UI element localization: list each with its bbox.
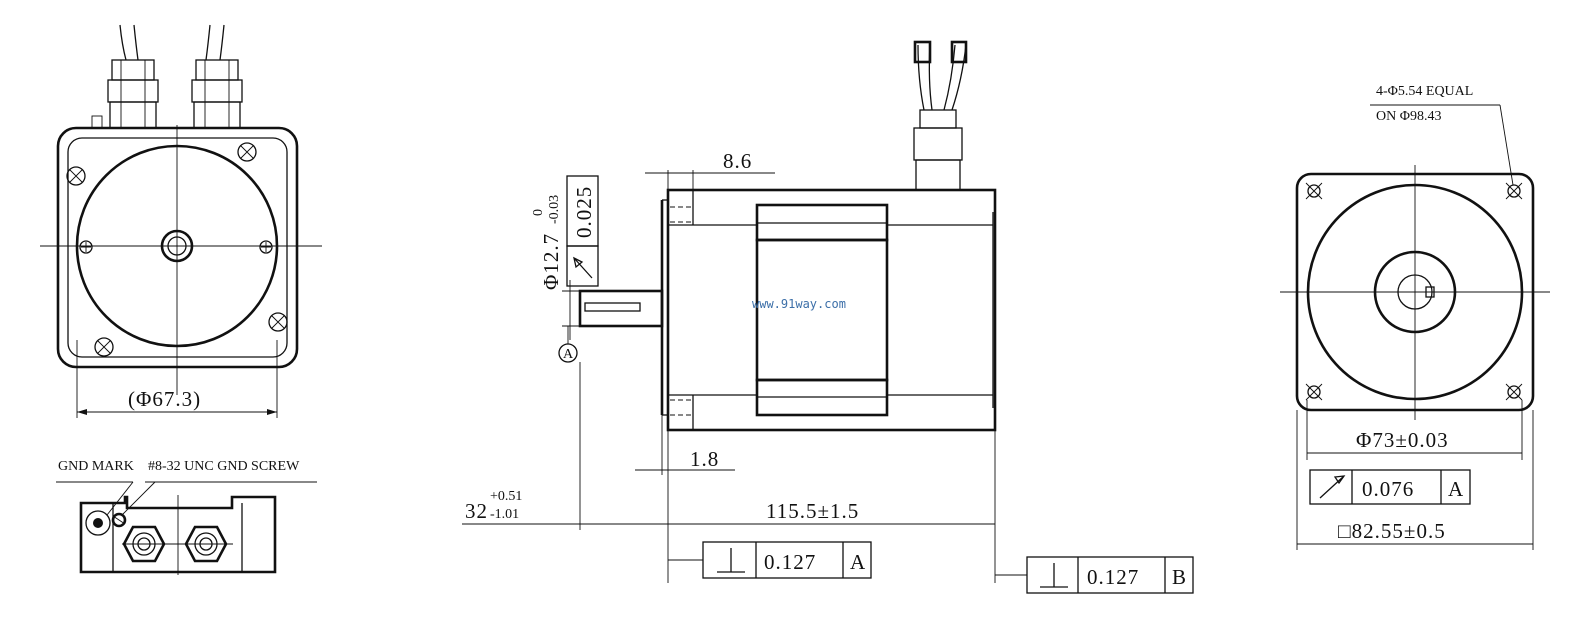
square-size-label: □82.55±0.5 — [1338, 519, 1446, 543]
rear-diameter-label: (Φ67.3) — [128, 387, 201, 411]
motor-body — [666, 188, 997, 432]
rear-square — [56, 126, 299, 369]
perpendicular-icon — [717, 548, 745, 573]
shaft-len-tol-lower: -1.01 — [490, 507, 519, 522]
runout-frame-front: 0.076 A — [1309, 469, 1471, 505]
perp-b-datum: B — [1172, 565, 1187, 589]
watermark: www.91way.com — [752, 297, 846, 311]
shaft-tol-lower: -0.03 — [547, 195, 562, 224]
side-view: www.91way.com 8.6 1.8 Φ12.7 0 -0.03 0.02… — [462, 40, 1194, 594]
pilot-offset-label: 1.8 — [690, 447, 719, 471]
gnd-mark-label: GND MARK — [58, 459, 134, 474]
cable-gland-left — [107, 59, 159, 129]
front-runout-datum: A — [1448, 477, 1464, 501]
perpendicular-icon — [1040, 563, 1068, 588]
cable-right — [205, 24, 225, 61]
shaft-len-tol-upper: +0.51 — [490, 489, 522, 504]
body-length-label: 115.5±1.5 — [766, 499, 859, 523]
front-view: 4-Φ5.54 EQUAL ON Φ98.43 Φ73±0.03 0.076 A — [1280, 84, 1550, 550]
mounting-holes — [1305, 182, 1523, 401]
cable-gland-right — [191, 59, 243, 129]
shaft-length-label: 32 — [465, 499, 488, 523]
perpendicularity-frame-b: 0.127 B — [995, 556, 1194, 594]
hole-note-line1: 4-Φ5.54 EQUAL — [1376, 84, 1473, 99]
pilot-diameter-label: Φ73±0.03 — [1356, 428, 1449, 452]
shaft-tol-upper: 0 — [531, 209, 546, 216]
hole-note-line2: ON Φ98.43 — [1376, 109, 1441, 124]
runout-arrow-icon — [573, 256, 593, 279]
runout-arrow-icon — [1319, 475, 1346, 499]
cable-left — [119, 24, 139, 61]
shaft — [578, 289, 664, 328]
screw-holes — [66, 142, 288, 357]
connector-detail: GND MARK #8-32 UNC GND SCREW — [56, 459, 317, 575]
rear-view: (Φ67.3) — [40, 24, 322, 418]
perp-b-value: 0.127 — [1087, 565, 1139, 589]
flange-thickness-label: 8.6 — [723, 149, 752, 173]
perp-a-datum: A — [850, 550, 866, 574]
perpendicularity-frame-a: 0.127 A — [668, 541, 872, 579]
datum-a-label: A — [563, 347, 574, 362]
gnd-screw-label: #8-32 UNC GND SCREW — [148, 459, 300, 474]
runout-value: 0.025 — [572, 186, 596, 238]
shaft-diameter-label: Φ12.7 — [539, 233, 563, 290]
front-runout-value: 0.076 — [1362, 477, 1414, 501]
perp-a-value: 0.127 — [764, 550, 816, 574]
